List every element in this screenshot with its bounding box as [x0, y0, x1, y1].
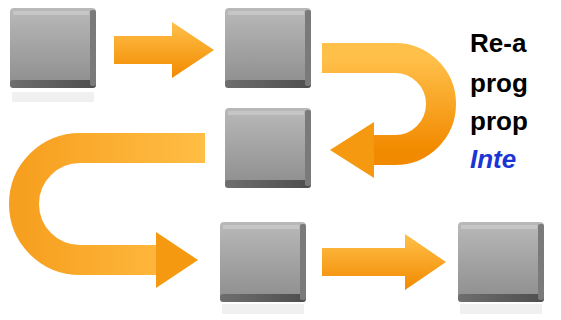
heading-fragment: Re-a: [470, 28, 526, 58]
heading-fragment: Inte: [470, 144, 516, 174]
heading-fragment: prog: [470, 68, 528, 98]
heading-fragment: prop: [470, 106, 528, 136]
